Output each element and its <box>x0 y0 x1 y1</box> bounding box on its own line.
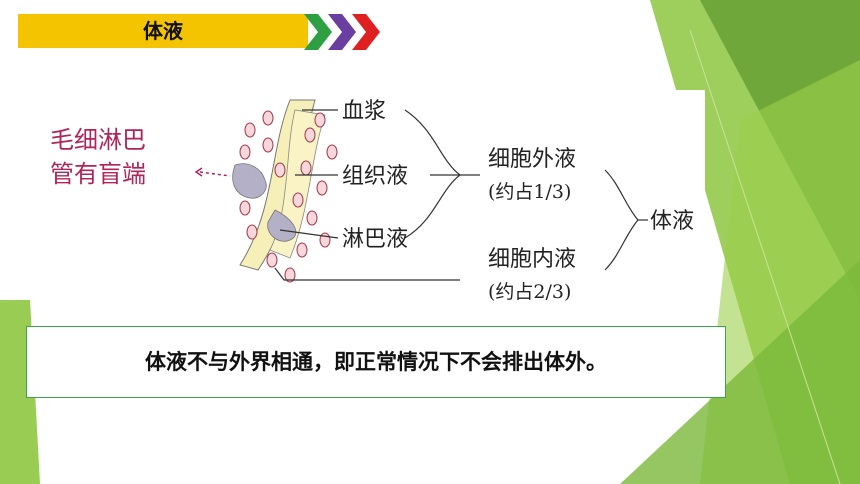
title-bar: 体液 <box>18 14 308 48</box>
label-extracellular: 细胞外液 <box>488 147 576 172</box>
handwritten-note-line-2: 管有盲端 <box>50 160 146 188</box>
body-fluid-diagram: 毛细淋巴 管有盲端 血浆 组织液 淋巴液 细胞外液 (约占1/3) <box>50 90 705 318</box>
label-body-fluid: 体液 <box>650 209 694 234</box>
label-lymph: 淋巴液 <box>342 227 408 252</box>
note-text: 体液不与外界相通，即正常情况下不会排出体外。 <box>145 350 607 374</box>
note-box: 体液不与外界相通，即正常情况下不会排出体外。 <box>26 326 726 398</box>
cells <box>239 110 338 283</box>
lymph-capillary-shape <box>232 163 267 199</box>
note-arrow-icon <box>199 171 231 177</box>
page-title: 体液 <box>143 19 183 43</box>
chevron-purple-icon <box>328 14 356 50</box>
label-plasma: 血浆 <box>342 99 386 124</box>
label-tissue-fluid: 组织液 <box>342 164 408 189</box>
label-intracellular-share: (约占2/3) <box>488 281 571 303</box>
handwritten-note-line-1: 毛细淋巴 <box>50 126 146 154</box>
chevron-green-icon <box>304 14 332 50</box>
chevron-red-icon <box>352 14 380 50</box>
chevron-arrows-icon <box>304 14 380 50</box>
label-extracellular-share: (约占1/3) <box>488 181 571 203</box>
label-intracellular: 细胞内液 <box>488 247 576 272</box>
